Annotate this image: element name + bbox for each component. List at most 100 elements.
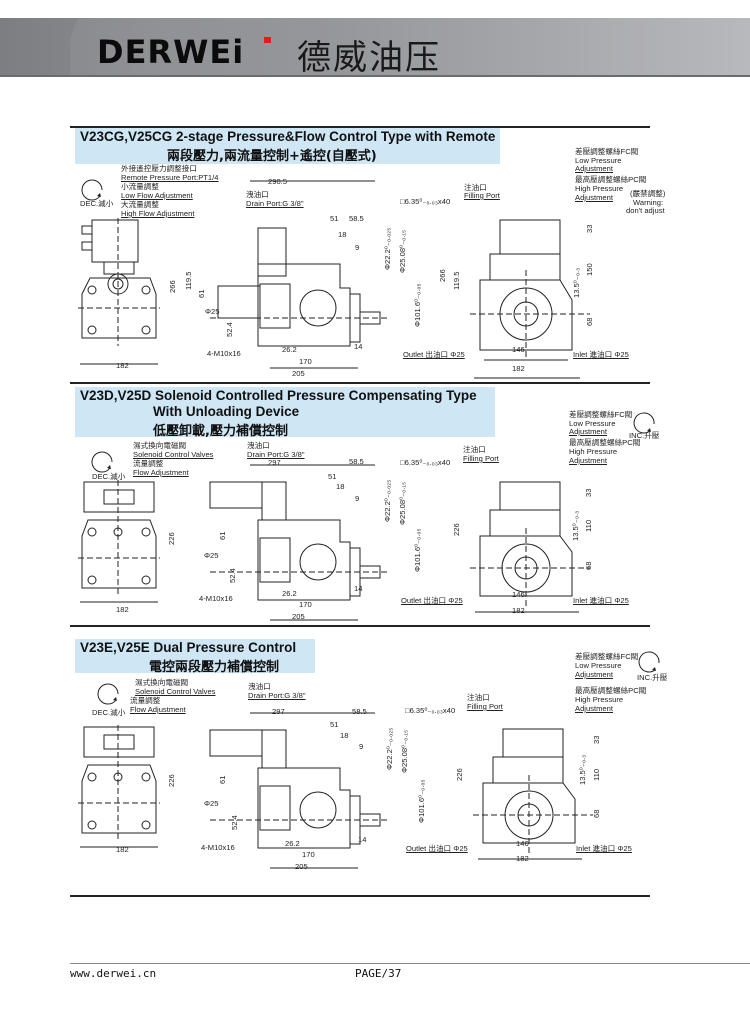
low-pressure-en2: Adjustment — [575, 670, 613, 679]
low-pressure-cn: 差壓調整螺絲FC閥 — [569, 410, 633, 419]
solenoid-en: Solenoid Control Valves — [133, 450, 214, 459]
drain-port-en: Drain Port:G 3/8" — [246, 199, 304, 208]
dim-rear-68: 68 — [584, 561, 593, 570]
dim-170: 170 — [299, 357, 312, 366]
flow-en: Flow Adjustment — [133, 468, 189, 477]
dim-52-4: 52.4 — [225, 322, 234, 337]
dim-rear-33: 33 — [584, 488, 593, 497]
dim-rear-13-5: 13.5⁰₋₀.₃ — [578, 754, 587, 785]
dim-front-width: 182 — [116, 605, 129, 614]
section-2-title-en: V23D,V25D Solenoid Controlled Pressure C… — [80, 388, 477, 403]
dim-rear-height: 266 — [438, 269, 447, 282]
warning-en1: Warning: — [633, 198, 664, 207]
phi25-label: Φ25 — [205, 307, 220, 316]
rotation-arrow-icon — [90, 448, 120, 474]
section-2-title-box: V23D,V25D Solenoid Controlled Pressure C… — [75, 387, 495, 439]
solenoid-cn: 濕式換向電磁閥 — [135, 678, 189, 687]
dim-58-5: 58.5 — [352, 707, 367, 716]
filling-port-en: Filling Port — [467, 702, 503, 711]
low-flow-cn: 小流量調整 — [121, 182, 159, 191]
dim-14: 14 — [354, 342, 363, 351]
dim-rear-13-5: 13.5⁰₋₀.₃ — [572, 267, 581, 298]
dim-rear-68: 68 — [592, 809, 601, 818]
rear-view-drawing — [445, 478, 625, 628]
dim-26-2: 26.2 — [282, 589, 297, 598]
bolts-label: 4-M10x16 — [199, 594, 233, 603]
dim-18: 18 — [338, 230, 347, 239]
section-1-title-en: V23CG,V25CG 2-stage Pressure&Flow Contro… — [80, 129, 496, 144]
inlet-label: Inlet 進油口 Φ25 — [576, 844, 632, 853]
section-2-title-cn: 低壓卸載,壓力補償控制 — [153, 424, 288, 439]
high-pressure-cn: 最高壓調整螺絲PC閥 — [569, 438, 641, 447]
dim-18: 18 — [336, 482, 345, 491]
dim-18: 18 — [340, 731, 349, 740]
drain-port-cn: 洩油口 — [247, 441, 270, 450]
high-pressure-cn: 最高壓調整螺絲PC閥 — [575, 686, 647, 695]
high-flow-en: High Flow Adjustment — [121, 209, 195, 218]
dim-rear-110: 110 — [584, 519, 593, 532]
filling-port-cn: 注油口 — [464, 183, 487, 192]
warning-cn: (嚴禁調整) — [630, 189, 666, 198]
dim-rear-182: 182 — [512, 364, 525, 373]
section-3-title-box: V23E,V25E Dual Pressure Control 電控兩段壓力補償… — [75, 639, 315, 675]
phi25-label: Φ25 — [204, 799, 219, 808]
filling-port-cn: 注油口 — [463, 445, 486, 454]
dim-rear-68: 68 — [585, 317, 594, 326]
section-1-title-box: V23CG,V25CG 2-stage Pressure&Flow Contro… — [75, 128, 500, 164]
low-pressure-en2: Adjustment — [575, 164, 613, 173]
dim-phi101: Φ101.6⁰₋₀.₀₅ — [413, 283, 422, 327]
rear-view-drawing — [440, 210, 620, 380]
drain-port-en: Drain Port:G 3/8" — [247, 450, 305, 459]
dim-9: 9 — [355, 243, 360, 252]
dim-14: 14 — [354, 584, 363, 593]
dim-rear-146: 146 — [516, 839, 529, 848]
dim-205: 205 — [292, 369, 305, 378]
section-1-title-cn: 兩段壓力,兩流量控制+遙控(自壓式) — [167, 149, 377, 164]
rotation-arrow-icon — [96, 680, 126, 706]
high-pressure-en1: High Pressure — [575, 695, 624, 704]
section-1-top-rule — [70, 126, 650, 128]
section-3-top-rule — [70, 625, 650, 627]
dim-rear-146: 146 — [512, 590, 525, 599]
section-2-top-rule — [70, 382, 650, 384]
dim-61: 61 — [218, 531, 227, 540]
dim-58-5: 58.5 — [349, 457, 364, 466]
dim-205: 205 — [295, 862, 308, 871]
filling-port-en: Filling Port — [463, 454, 499, 463]
high-pressure-cn: 最高壓調整螺絲PC閥 — [575, 175, 647, 184]
footer-rule — [70, 963, 750, 964]
dim-side-total: 290.5 — [268, 177, 288, 186]
bolts-label: 4-M10x16 — [207, 349, 241, 358]
low-pressure-en1: Low Pressure — [569, 419, 616, 428]
high-pressure-en2: Adjustment — [569, 456, 607, 465]
inc-label: INC.升壓 — [637, 673, 668, 682]
dim-26-2: 26.2 — [285, 839, 300, 848]
side-view-drawing — [200, 176, 400, 376]
front-view-drawing — [78, 725, 168, 855]
high-pressure-en1: High Pressure — [575, 184, 624, 193]
dim-61: 61 — [218, 775, 227, 784]
dim-side-total: 297 — [268, 458, 281, 467]
drain-port-cn: 洩油口 — [246, 190, 269, 199]
drain-port-en: Drain Port:G 3/8" — [248, 691, 306, 700]
dim-61: 61 — [197, 289, 206, 298]
dim-rear-33: 33 — [592, 735, 601, 744]
side-view-drawing — [200, 460, 400, 625]
inc-label: INC.升壓 — [629, 431, 660, 440]
dim-front-height: 226 — [167, 774, 176, 787]
side-view-drawing — [200, 708, 400, 873]
dim-rear-119-5: 119.5 — [452, 271, 461, 290]
outlet-label: Outlet 出油口 Φ25 — [406, 844, 468, 853]
dim-170: 170 — [302, 850, 315, 859]
rotation-arrow-icon — [632, 412, 660, 436]
dim-rear-182: 182 — [512, 606, 525, 615]
shaft-key-label: □6.35⁰₋₀.₀₃x40 — [400, 197, 451, 206]
dim-119-5: 119.5 — [184, 271, 193, 290]
dim-front-width: 182 — [116, 845, 129, 854]
flow-cn: 流量調整 — [130, 696, 161, 705]
inlet-label: Inlet 進油口 Φ25 — [573, 596, 629, 605]
filling-port-cn: 注油口 — [467, 693, 490, 702]
footer-website-link[interactable]: www.derwei.cn — [70, 967, 157, 980]
section-3-bottom-rule — [70, 895, 650, 897]
remote-port-cn: 外接遙控壓力調整接口 — [121, 164, 197, 173]
